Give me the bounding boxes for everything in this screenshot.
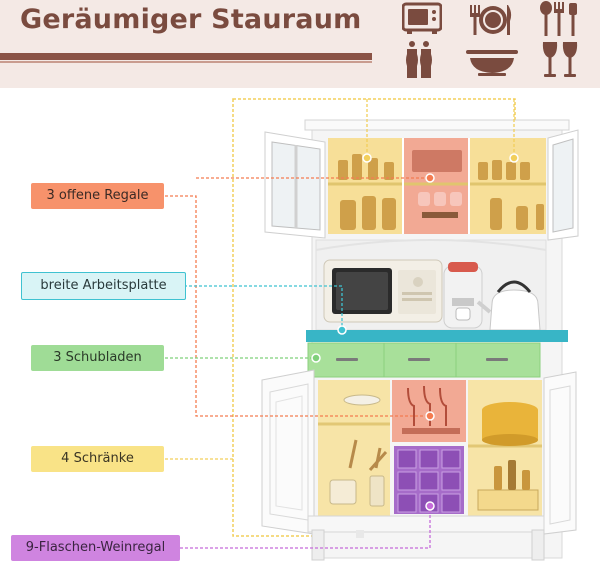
wine-glasses-in-cabinet (402, 385, 460, 434)
callout-worktop: breite Arbeitsplatte (21, 272, 186, 300)
plate-cutlery-icon (470, 5, 512, 35)
shelves-marker-top (425, 173, 435, 183)
salt-pepper-grinder-icon (406, 41, 432, 78)
microwave-icon (402, 2, 442, 34)
drawers-marker (311, 353, 321, 363)
callout-cabinets: 4 Schränke (31, 446, 164, 472)
callout-open-shelves-text: 3 offene Regale (46, 188, 149, 203)
upper-left-glass-door (264, 131, 326, 239)
wine-glasses-icon (542, 42, 578, 77)
jars-upper-left (338, 154, 396, 230)
countertop-marker (337, 325, 347, 335)
shelves-marker-bottom (425, 411, 435, 421)
lower-left-door (261, 369, 315, 535)
callout-wine-rack-text: 9-Flaschen-Weinregal (25, 540, 166, 555)
title-underline-thin (0, 61, 372, 63)
kettle (476, 280, 541, 331)
lower-right-door (543, 371, 577, 535)
cups-upper-middle (412, 150, 462, 218)
callout-drawers: 3 Schubladen (31, 345, 164, 371)
kitchen-utensils-icon (540, 1, 577, 36)
bowl-stack-icon (466, 50, 518, 76)
callout-cabinets-text: 4 Schränke (61, 451, 134, 466)
upper-right-glass-door (547, 129, 579, 241)
lower-left-items (329, 394, 388, 507)
title-underline (0, 53, 372, 60)
coffee-machine (443, 262, 483, 329)
countertop (306, 330, 568, 342)
callout-wine-rack: 9-Flaschen-Weinregal (11, 535, 180, 561)
page-title: Geräumiger Stauraum (20, 4, 362, 35)
lower-right-items (477, 402, 539, 511)
wine-rack-marker (425, 501, 435, 511)
callout-open-shelves: 3 offene Regale (31, 183, 164, 209)
callout-drawers-text: 3 Schubladen (53, 350, 142, 365)
microwave (323, 259, 443, 323)
drawer-right (455, 342, 541, 378)
leg-right (531, 529, 545, 561)
callout-worktop-text: breite Arbeitsplatte (40, 278, 167, 293)
jars-upper-right (478, 160, 544, 230)
upper-shelf-right (470, 138, 546, 234)
leg-left (311, 529, 325, 561)
cabinet-crown (304, 119, 570, 131)
